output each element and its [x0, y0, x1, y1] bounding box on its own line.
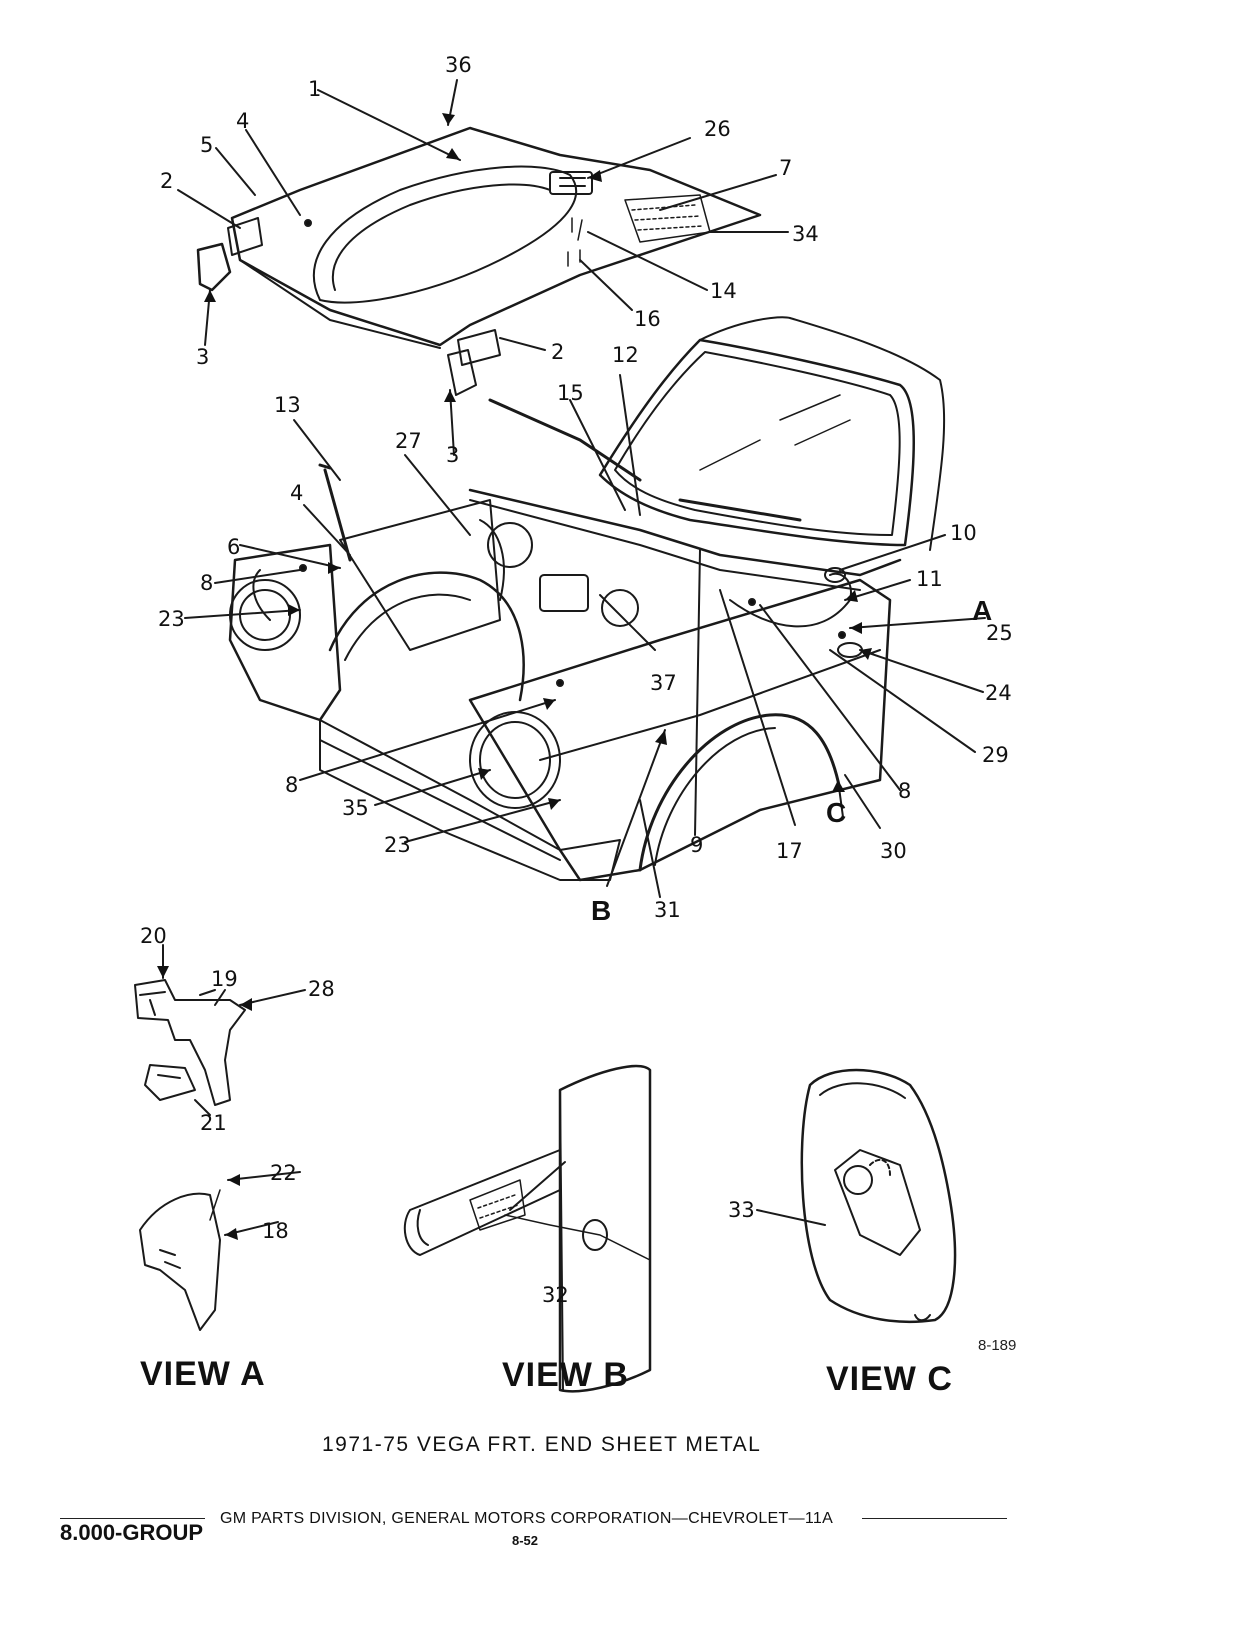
callout-27: 27	[395, 429, 422, 453]
callout-4-lower: 4	[290, 481, 303, 505]
callout-18: 18	[262, 1219, 289, 1243]
footer-rule-left	[60, 1518, 205, 1519]
callout-25: 25	[986, 621, 1013, 645]
callout-20: 20	[140, 924, 167, 948]
callout-2-left: 2	[160, 169, 173, 193]
callout-numbers: 36 1 26 4 5 7 2 34 14 16 3 2 12 15 13 27…	[140, 53, 1013, 1307]
callout-36: 36	[445, 53, 472, 77]
callout-3-left: 3	[196, 345, 209, 369]
callout-15: 15	[557, 381, 584, 405]
callout-23-right: 23	[384, 833, 411, 857]
callout-17: 17	[776, 839, 803, 863]
view-c-label: VIEW C	[826, 1360, 953, 1398]
callout-10: 10	[950, 521, 977, 545]
callout-1: 1	[308, 77, 321, 101]
view-b-label: VIEW B	[502, 1356, 629, 1394]
callout-7: 7	[779, 156, 792, 180]
diagram-title: 1971-75 VEGA FRT. END SHEET METAL	[322, 1433, 762, 1456]
callout-3-right: 3	[446, 443, 459, 467]
view-a-label: VIEW A	[140, 1355, 266, 1393]
view-b-illustration	[403, 1064, 652, 1393]
callout-33: 33	[728, 1198, 755, 1222]
callout-4-upper: 4	[236, 109, 249, 133]
callout-30: 30	[880, 839, 907, 863]
callout-14: 14	[710, 279, 737, 303]
footer-page-number: 8-52	[512, 1533, 539, 1548]
callout-28: 28	[308, 977, 335, 1001]
leader-lines	[162, 79, 986, 1236]
callout-22: 22	[270, 1161, 297, 1185]
callout-29: 29	[982, 743, 1009, 767]
callout-5: 5	[200, 133, 213, 157]
callout-31: 31	[654, 898, 681, 922]
callout-2-right: 2	[551, 340, 564, 364]
view-letter-c: C	[826, 797, 846, 828]
callout-16: 16	[634, 307, 661, 331]
callout-34: 34	[792, 222, 819, 246]
callout-9: 9	[690, 833, 703, 857]
callout-26: 26	[704, 117, 731, 141]
callout-8-right: 8	[898, 779, 911, 803]
callout-21: 21	[200, 1111, 227, 1135]
callout-11: 11	[916, 567, 943, 591]
callout-24: 24	[985, 681, 1012, 705]
windshield-illustration	[488, 316, 946, 551]
figure-number: 8-189	[978, 1337, 1017, 1354]
callout-8-lower: 8	[285, 773, 298, 797]
arrowheads	[157, 113, 872, 1240]
callout-6: 6	[227, 535, 240, 559]
view-letter-b: B	[591, 895, 611, 926]
callout-8-left: 8	[200, 571, 213, 595]
callout-32: 32	[542, 1283, 569, 1307]
hood-illustration	[196, 126, 762, 396]
view-a-illustration	[134, 979, 246, 1331]
callout-37: 37	[650, 671, 677, 695]
callout-35: 35	[342, 796, 369, 820]
footer-rule-right	[862, 1518, 1007, 1519]
callout-12: 12	[612, 343, 639, 367]
callout-19: 19	[211, 967, 238, 991]
view-letter-a: A	[972, 595, 992, 626]
footer-publisher-text: GM PARTS DIVISION, GENERAL MOTORS CORPOR…	[220, 1510, 834, 1527]
view-c-illustration	[800, 1068, 957, 1324]
callout-13: 13	[274, 393, 301, 417]
footer-group-label: 8.000-GROUP	[60, 1520, 204, 1545]
callout-23-left: 23	[158, 607, 185, 631]
